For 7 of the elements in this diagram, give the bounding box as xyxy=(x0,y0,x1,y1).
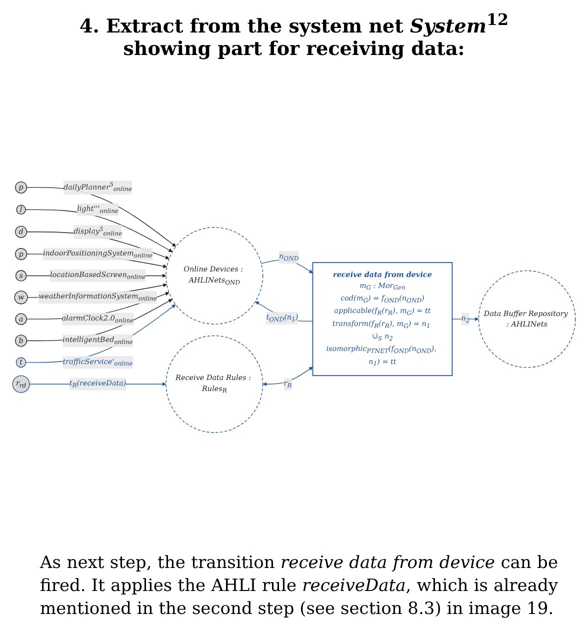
arrow xyxy=(26,299,172,342)
heading: 4. Extract from the system net System$^{12}$ showing part for receiving data: xyxy=(78,10,510,61)
caption-paragraph: As next step, the transition receive data from device can be fired. It applies the AHLI rule receiveData, which is already mentioned in the second step (see section 8.3) in image 19. xyxy=(40,552,558,621)
arrow xyxy=(26,187,176,247)
arrow xyxy=(25,209,173,252)
arrow xyxy=(260,260,313,274)
arrow xyxy=(262,366,313,386)
